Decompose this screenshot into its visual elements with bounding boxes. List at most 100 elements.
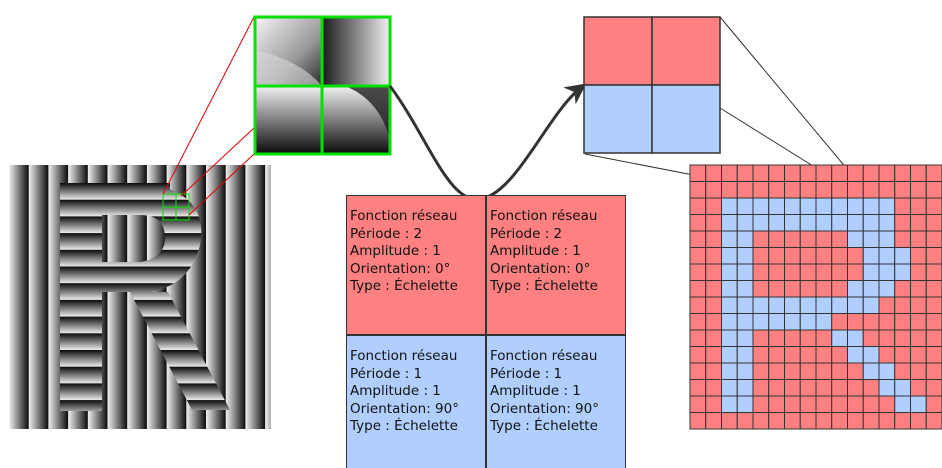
pixel-red — [910, 214, 927, 232]
pixel-red — [689, 214, 707, 232]
pixel-red — [910, 230, 927, 248]
pixel-red — [721, 181, 738, 199]
pixel-blue — [721, 296, 738, 314]
pixel-red — [736, 412, 754, 430]
pixel-red — [815, 362, 833, 380]
pixel-blue — [721, 197, 738, 215]
pixel-blue — [862, 247, 880, 265]
pixel-red — [799, 164, 817, 182]
pixel-blue — [768, 313, 785, 331]
pixel-red — [878, 346, 896, 364]
pixel-red — [831, 346, 848, 364]
pixel-blue — [721, 313, 738, 331]
pixel-red — [705, 313, 722, 331]
pixel-red — [689, 247, 707, 265]
pixel-red — [705, 346, 722, 364]
grating-param-line: Période : 2 — [350, 225, 423, 242]
pixel-red — [784, 263, 801, 281]
pixel-blue — [721, 280, 738, 298]
pixel-red — [705, 197, 722, 215]
pixel-red — [736, 164, 754, 182]
pixel-blue — [847, 296, 864, 314]
pixel-red — [721, 164, 738, 182]
pixel-red — [925, 181, 942, 199]
pixel-blue — [847, 197, 864, 215]
pixel-red — [815, 395, 833, 413]
pixel-red — [815, 329, 833, 347]
grating-param-line: Type : Échelette — [350, 418, 458, 434]
pixel-blue — [721, 230, 738, 248]
pixel-red — [878, 329, 896, 347]
pixel-red — [925, 412, 942, 430]
pixel-red — [768, 164, 785, 182]
zoom-connector-lines — [162, 16, 255, 216]
pixel-red — [689, 412, 707, 430]
pixel-red — [894, 197, 911, 215]
pixel-blue — [862, 280, 880, 298]
pixel-blue — [878, 230, 896, 248]
pixel-red — [831, 247, 848, 265]
pixel-red — [768, 247, 785, 265]
pixel-blue — [847, 346, 864, 364]
pixel-red — [736, 181, 754, 199]
pixel-red — [878, 313, 896, 331]
pixel-red — [847, 181, 864, 199]
pixel-red — [768, 346, 785, 364]
pixel-blue — [784, 214, 801, 232]
pixel-red — [689, 181, 707, 199]
pixel-blue — [862, 263, 880, 281]
pixel-red — [925, 280, 942, 298]
pixel-blue — [736, 346, 754, 364]
pixel-red — [831, 263, 848, 281]
pixel-red — [705, 296, 722, 314]
pixel-red — [862, 395, 880, 413]
pixel-blue — [831, 296, 848, 314]
pixel-blue — [736, 395, 754, 413]
pixel-red — [689, 329, 707, 347]
grating-param-line: Amplitude : 1 — [490, 383, 581, 399]
pixel-red — [862, 164, 880, 182]
pixel-red — [831, 395, 848, 413]
pixel-red — [910, 362, 927, 380]
pixel-red — [878, 395, 896, 413]
pixel-red — [815, 346, 833, 364]
pixel-blue — [862, 197, 880, 215]
pixel-red — [910, 412, 927, 430]
pixel-blue — [878, 263, 896, 281]
pixel-red — [705, 362, 722, 380]
pixel-red — [831, 313, 848, 331]
pixel-red — [689, 346, 707, 364]
pixel-blue — [752, 313, 770, 331]
pixel-red — [689, 164, 707, 182]
pixel-red — [799, 362, 817, 380]
pixel-red — [910, 379, 927, 397]
pixel-blue — [847, 214, 864, 232]
pixel-red — [925, 230, 942, 248]
pixel-red — [705, 263, 722, 281]
grating-param-line: Orientation: 90° — [350, 400, 459, 417]
pixel-red — [894, 296, 911, 314]
pixel-patch-cell — [651, 84, 721, 154]
pixel-blue — [736, 362, 754, 380]
pixel-red — [847, 263, 864, 281]
pixel-red — [752, 263, 770, 281]
pixel-red — [831, 362, 848, 380]
pixel-red — [894, 181, 911, 199]
pixel-red — [689, 263, 707, 281]
pixel-red — [768, 412, 785, 430]
pixel-blue — [799, 197, 817, 215]
pixel-red — [910, 197, 927, 215]
pixel-red — [910, 247, 927, 265]
pixel-red — [752, 181, 770, 199]
pixel-red — [862, 181, 880, 199]
pixel-red — [910, 313, 927, 331]
grating-param-line: Type : Échelette — [350, 278, 458, 294]
pixel-blue — [752, 296, 770, 314]
pixel-blue — [768, 214, 785, 232]
pixel-blue — [799, 214, 817, 232]
pixel-red — [752, 164, 770, 182]
pixel-red — [894, 214, 911, 232]
